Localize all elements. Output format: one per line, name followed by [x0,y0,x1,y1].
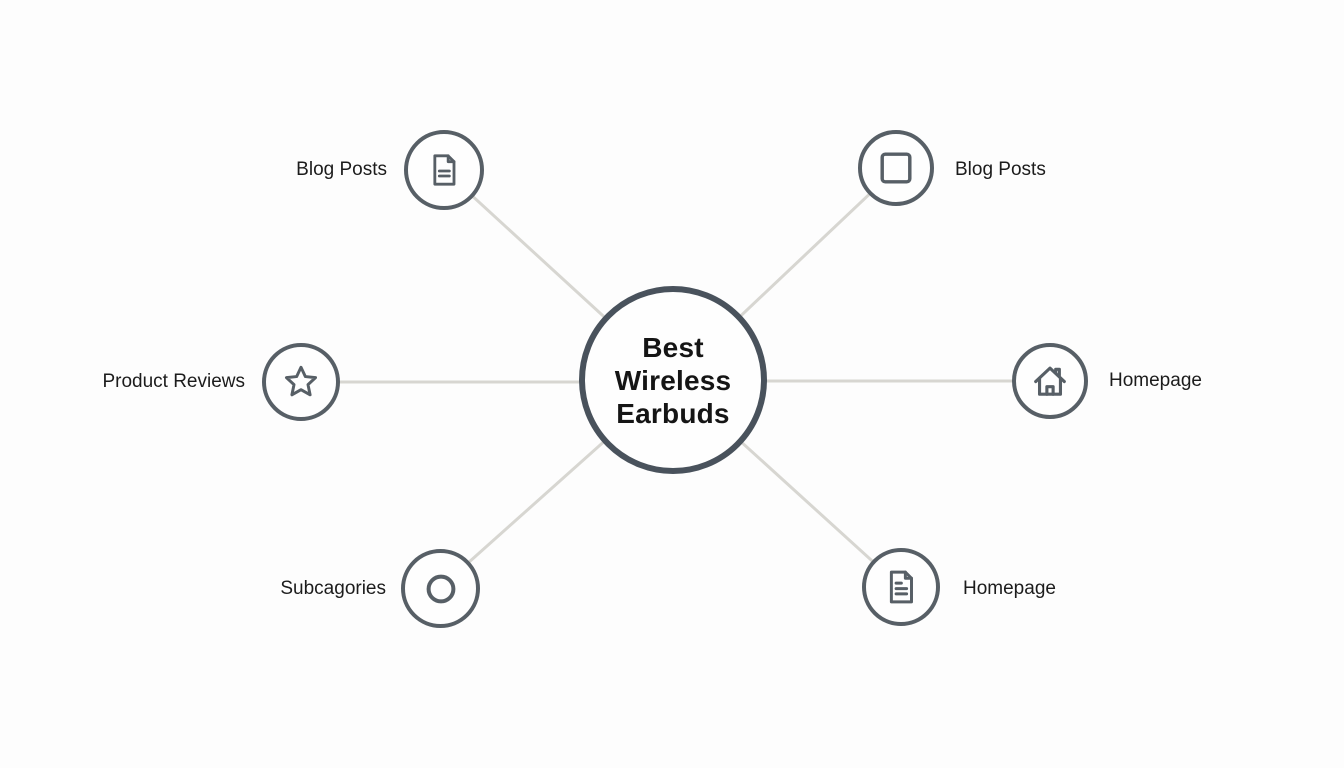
central-node-label: Best Wireless Earbuds [615,331,732,430]
node-homepage-right [1012,343,1088,419]
node-label-product-reviews: Product Reviews [102,371,245,392]
document-icon [424,150,464,190]
document-lines-icon [880,566,922,608]
node-label-blog-posts-top-left: Blog Posts [296,159,387,180]
node-label-homepage-bottom-right: Homepage [963,578,1056,599]
node-blog-posts-top-left [404,130,484,210]
central-label-line: Earbuds [616,397,730,429]
central-label-line: Best [642,331,704,363]
circle-icon [425,573,457,605]
home-icon [1028,359,1072,403]
node-label-blog-posts-top-right: Blog Posts [955,159,1046,180]
node-label-homepage-right: Homepage [1109,370,1202,391]
node-label-subcagories: Subcagories [280,578,386,599]
node-blog-posts-top-right [858,130,934,206]
node-product-reviews [262,343,340,421]
node-subcagories [401,549,480,628]
central-label-line: Wireless [614,364,732,396]
square-icon [873,145,919,191]
node-homepage-bottom-right [862,548,940,626]
central-node: Best Wireless Earbuds [579,286,767,474]
star-icon [280,361,322,403]
